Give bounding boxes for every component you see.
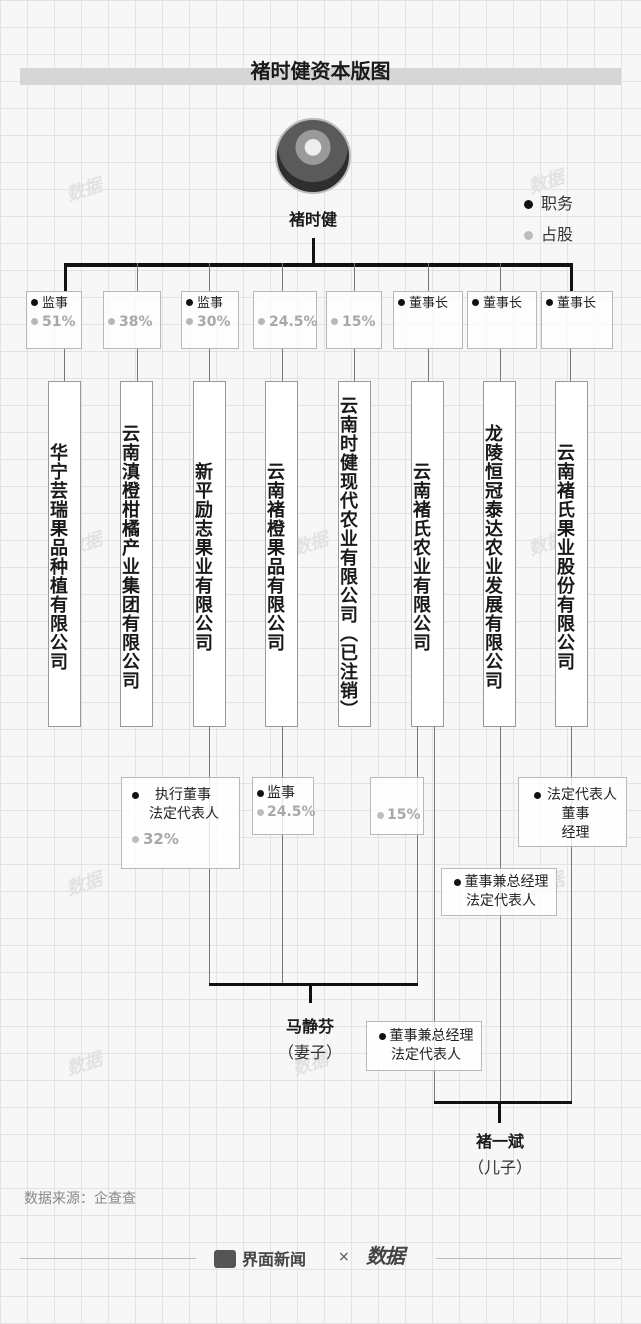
company-box: 华宁芸瑞果品种植有限公司: [47, 381, 81, 727]
page-title: 褚时健资本版图: [250, 59, 391, 83]
wife-connector-bar: [209, 983, 418, 986]
legend-role: 职务: [524, 190, 573, 214]
connector: [312, 238, 315, 264]
role-box: 董事长: [467, 291, 537, 349]
legend-role-dot: [524, 200, 533, 209]
son-relation: （儿子）: [467, 1158, 532, 1177]
connector: [498, 1101, 501, 1123]
company-box: 新平励志果业有限公司: [192, 381, 226, 727]
wife-share-box: 15%: [370, 777, 424, 835]
role-box: 监事 51%: [26, 291, 82, 349]
wife-name: 马静芬: [285, 1017, 334, 1036]
data-source: 数据来源：企查查: [24, 1191, 136, 1207]
watermark: 数据: [64, 1048, 105, 1080]
connector: [571, 727, 572, 1103]
company-box: 云南滇橙柑橘产业集团有限公司: [119, 381, 153, 727]
connector: [209, 349, 210, 381]
connector: [282, 727, 283, 985]
share-box: 38%: [103, 291, 161, 349]
title-bar: [20, 68, 621, 85]
connector: [434, 727, 435, 1103]
connector: [64, 263, 67, 291]
share-box: 15%: [326, 291, 382, 349]
connector: [354, 263, 355, 291]
avatar: [275, 118, 351, 194]
connector: [500, 263, 501, 291]
footer-divider: [436, 1258, 621, 1259]
son-role-box: 董事兼总经理 法定代表人: [366, 1021, 482, 1071]
brand-logo: 界面新闻: [214, 1246, 306, 1270]
connector: [282, 263, 283, 291]
connector: [570, 263, 573, 291]
connector: [428, 263, 429, 291]
wife-role-box: 执行董事 法定代表人 32%: [121, 777, 240, 869]
wife-relation: （妻子）: [277, 1043, 342, 1062]
connector: [309, 983, 312, 1003]
connector: [570, 349, 571, 381]
connector-bar: [64, 263, 572, 267]
legend-share: 占股: [524, 221, 573, 245]
watermark: 数据: [64, 174, 105, 206]
son-name: 褚一斌: [475, 1132, 524, 1151]
son-role-box: 董事兼总经理 法定代表人: [441, 868, 557, 916]
son-role-box: 法定代表人 董事 经理: [518, 777, 627, 847]
person-name: 褚时健: [288, 210, 337, 229]
connector: [428, 349, 429, 381]
company-box: 云南褚氏果业股份有限公司: [554, 381, 588, 727]
connector: [417, 727, 418, 985]
son-connector-bar: [434, 1101, 572, 1104]
connector: [137, 349, 138, 381]
footer-divider: [20, 1258, 196, 1259]
connector: [354, 349, 355, 381]
company-box: 云南时健现代农业有限公司（已注销）: [337, 381, 371, 727]
connector: [64, 349, 65, 381]
role-box: 董事长: [393, 291, 463, 349]
legend-role-label: 职务: [541, 194, 574, 213]
connector: [282, 349, 283, 381]
times-symbol: ×: [338, 1249, 350, 1265]
connector: [209, 263, 210, 291]
connector: [137, 263, 138, 291]
data-logo: 数据: [366, 1244, 405, 1268]
role-box: 董事长: [541, 291, 613, 349]
company-box: 云南褚氏农业有限公司: [410, 381, 444, 727]
connector: [500, 349, 501, 381]
legend-share-dot: [524, 231, 533, 240]
brand-name: 界面新闻: [242, 1250, 307, 1269]
watermark: 数据: [64, 868, 105, 900]
brand-icon: [214, 1250, 236, 1268]
wife-role-box: 监事 24.5%: [252, 777, 316, 835]
company-box: 龙陵恒冠泰达农业发展有限公司: [482, 381, 516, 727]
role-box: 监事 30%: [181, 291, 239, 349]
company-box: 云南褚橙果品有限公司: [264, 381, 298, 727]
legend-share-label: 占股: [541, 225, 574, 244]
share-box: 24.5%: [253, 291, 318, 349]
